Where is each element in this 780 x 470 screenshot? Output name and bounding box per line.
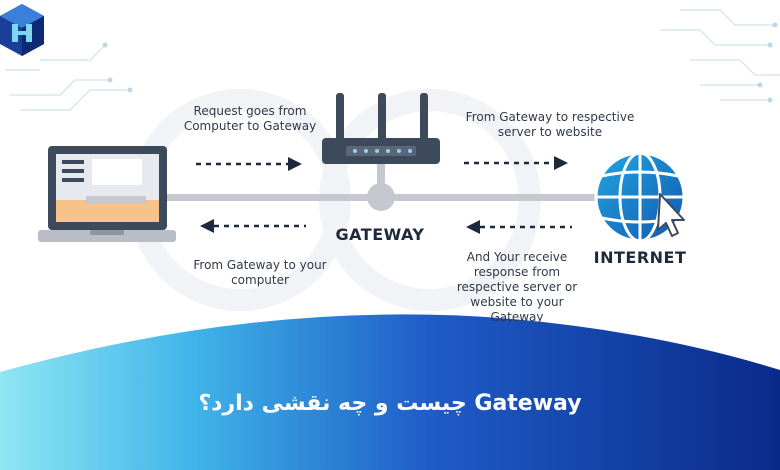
- connection-line: [165, 162, 605, 211]
- label-gateway-to-server: From Gateway to respective server to web…: [465, 110, 635, 139]
- laptop-icon: [38, 146, 176, 242]
- cursor-icon: [657, 193, 685, 237]
- arrow-server-to-gateway: [466, 220, 572, 234]
- router-icon: [322, 93, 440, 164]
- label-gateway-to-computer: From Gateway to your computer: [193, 258, 327, 287]
- arrow-gateway-to-server: [464, 156, 568, 170]
- internet-label: INTERNET: [593, 248, 687, 267]
- label-response-to-gateway: And Your receive response from respectiv…: [456, 250, 578, 324]
- circuit-dots: [102, 22, 778, 103]
- banner-title: Gateway چیست و چه نقشی دارد؟: [198, 391, 582, 416]
- gateway-label: GATEWAY: [335, 225, 425, 244]
- banner-background: [0, 314, 780, 470]
- arrow-gateway-to-computer: [200, 219, 306, 233]
- logo-icon: [0, 4, 44, 56]
- arrow-computer-to-gateway: [196, 157, 302, 171]
- circuit-decoration: [5, 9, 780, 111]
- label-request-to-gateway: Request goes from Computer to Gateway: [183, 104, 317, 133]
